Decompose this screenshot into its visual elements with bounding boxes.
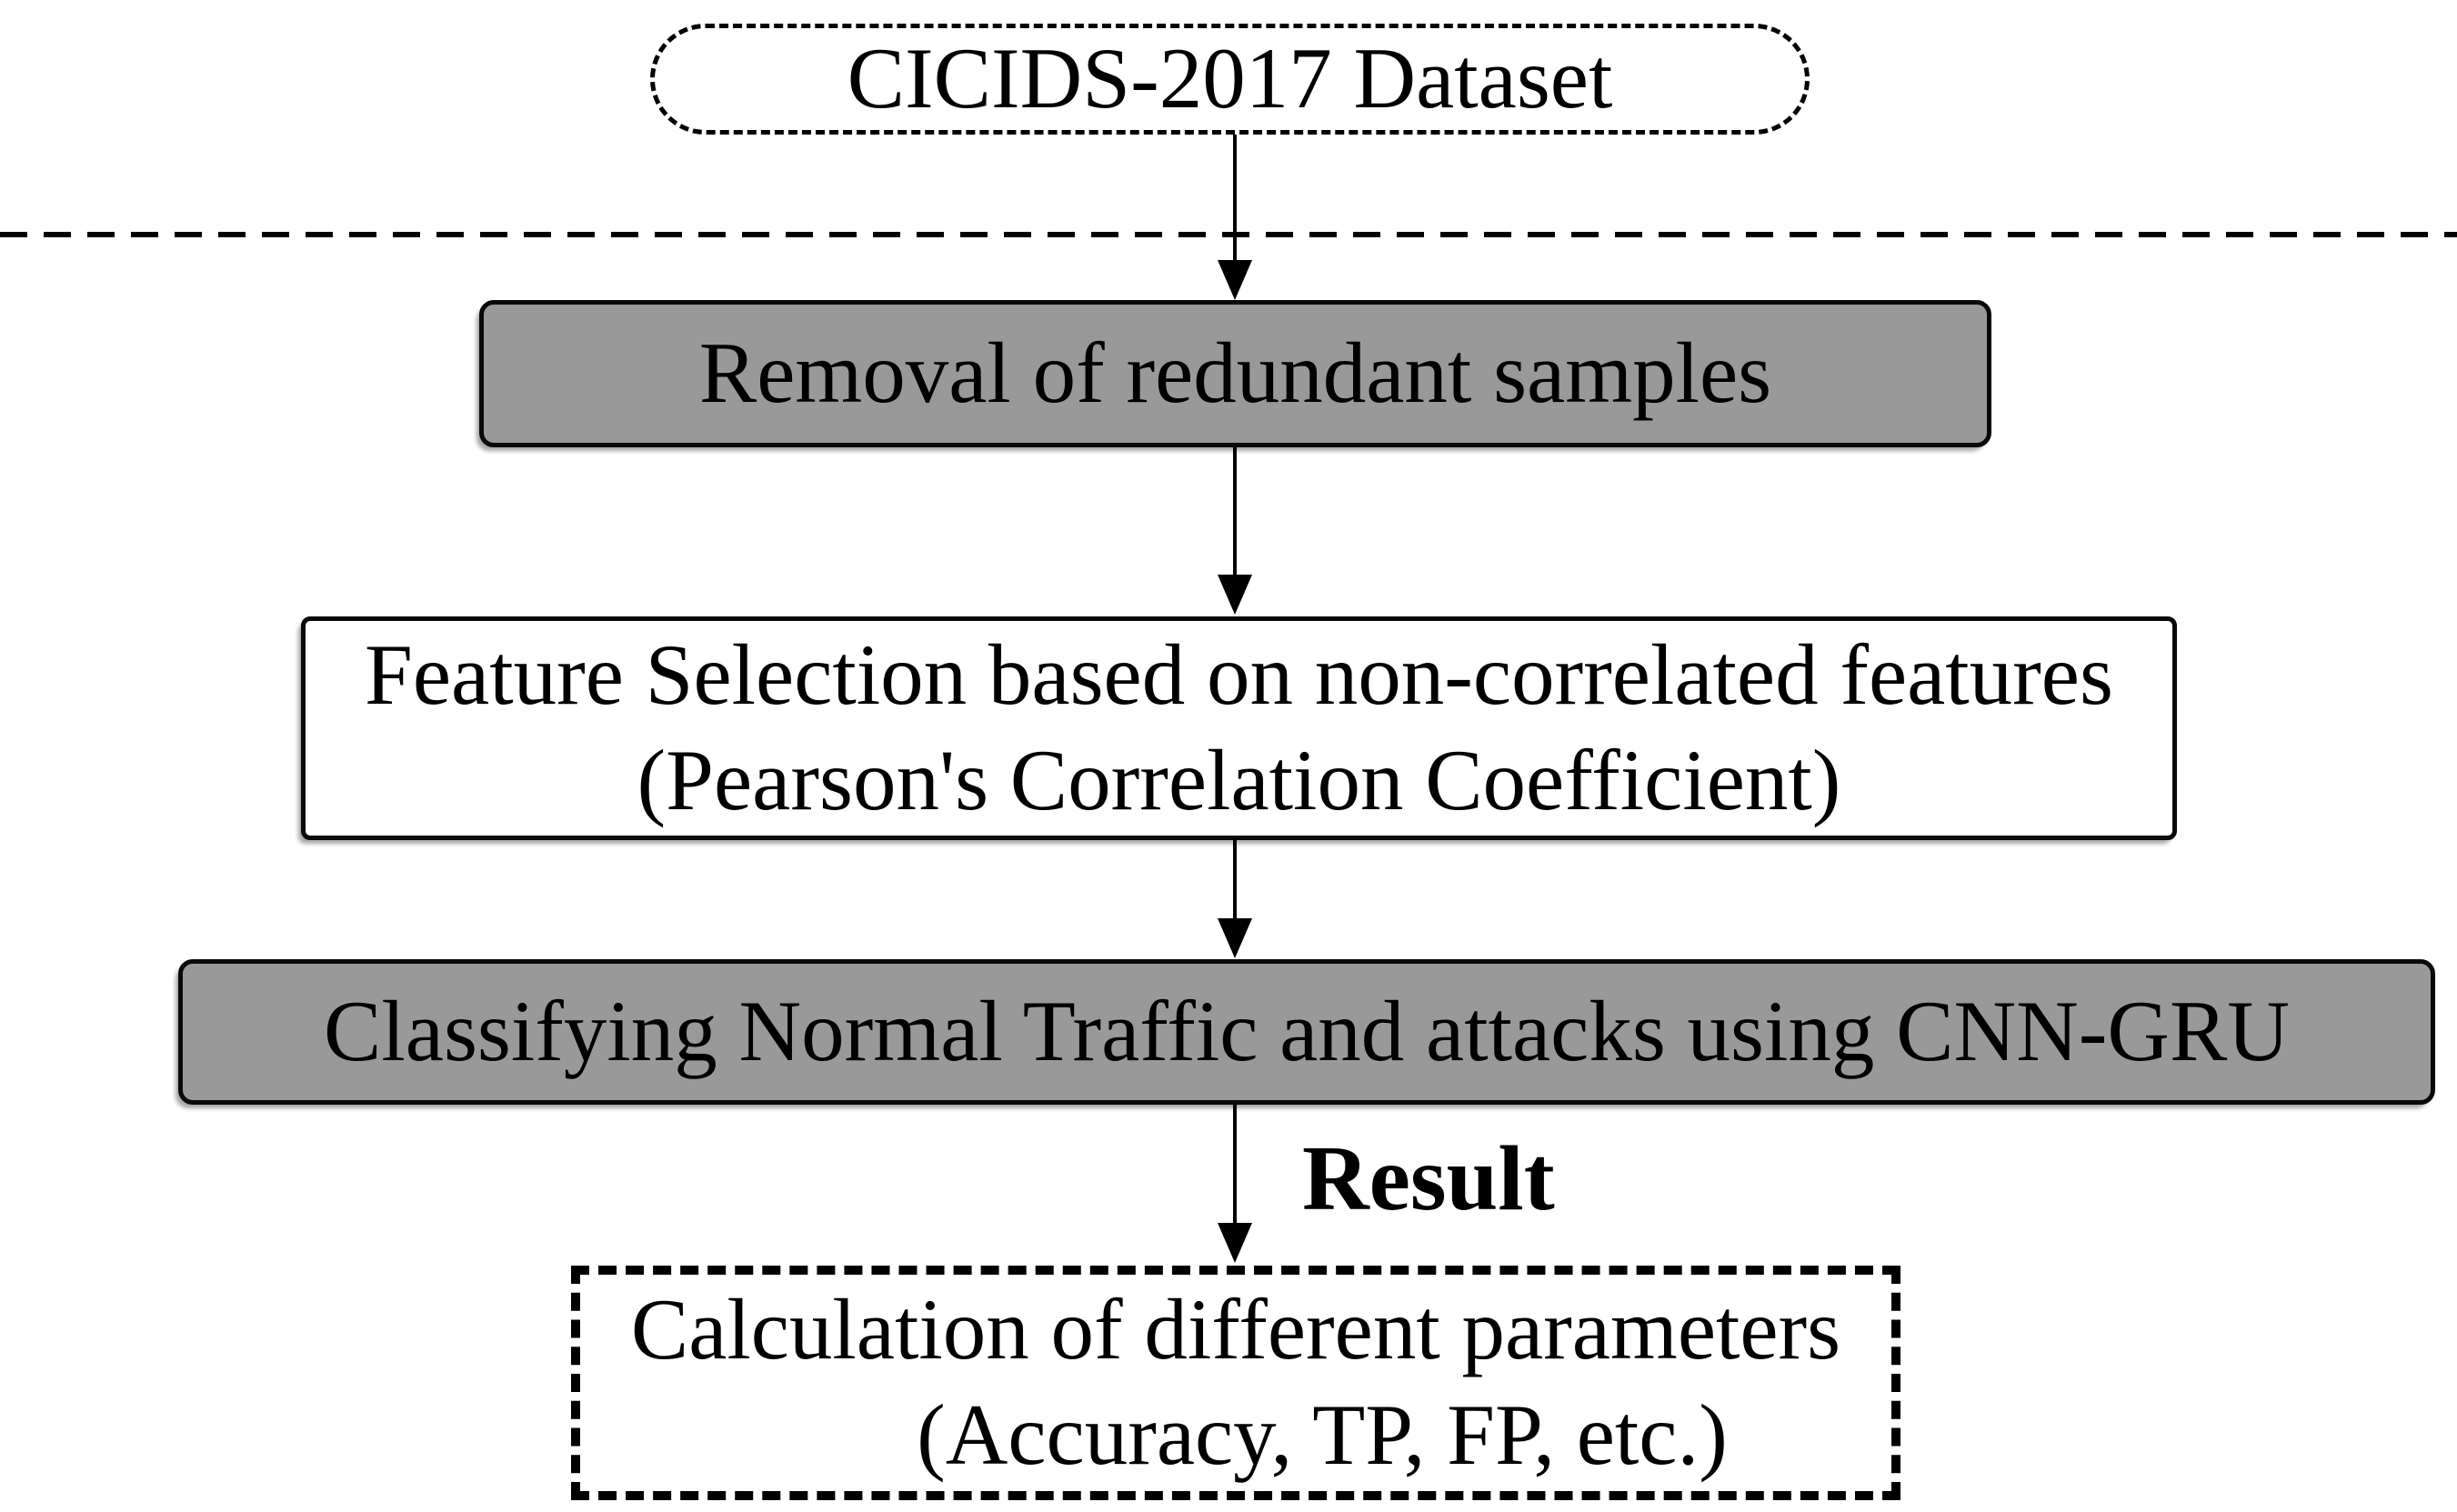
node-classify-label: Classifying Normal Traffic and attacks u…	[324, 983, 2290, 1080]
result-edge-label: Result	[1302, 1127, 1555, 1230]
node-calculation-line1: Calculation of different parameters	[630, 1281, 1841, 1378]
arrow-1-line	[1233, 135, 1237, 262]
arrow-1-head	[1218, 260, 1252, 300]
node-feature-selection-line2: (Pearson's Correlation Coefficient)	[637, 732, 1841, 828]
arrow-3-line	[1233, 840, 1237, 920]
arrow-2-line	[1233, 447, 1237, 576]
node-cicids-dataset: CICIDS-2017 Dataset	[650, 24, 1810, 135]
arrow-4-line	[1233, 1105, 1237, 1225]
arrow-4-head	[1218, 1223, 1252, 1263]
node-classify-cnn-gru: Classifying Normal Traffic and attacks u…	[178, 959, 2435, 1105]
arrow-3-head	[1218, 918, 1252, 958]
node-feature-selection-line1: Feature Selection based on non-correlate…	[365, 626, 2113, 724]
dashed-separator-line	[0, 232, 2457, 237]
node-cicids-dataset-label: CICIDS-2017 Dataset	[847, 30, 1613, 127]
arrow-2-head	[1218, 575, 1252, 615]
node-removal-redundant-samples: Removal of redundant samples	[479, 300, 1991, 447]
node-calculation-line2: (Accuracy, TP, FP, etc.)	[917, 1387, 1728, 1483]
node-calculation-parameters: Calculation of different parameters (Acc…	[571, 1266, 1900, 1500]
node-removal-label: Removal of redundant samples	[698, 325, 1772, 422]
node-feature-selection: Feature Selection based on non-correlate…	[301, 616, 2177, 840]
